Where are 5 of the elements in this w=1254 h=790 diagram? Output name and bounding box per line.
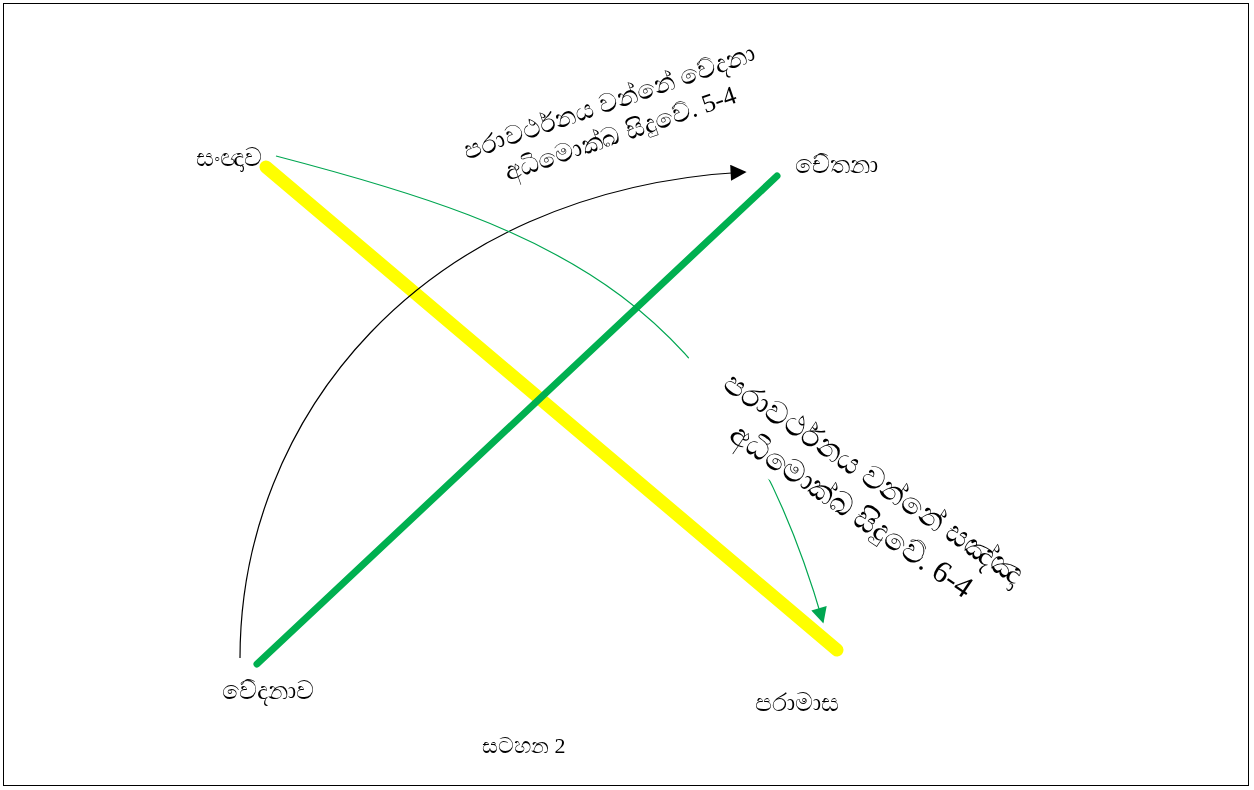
node-label: පරාමාස bbox=[755, 688, 839, 718]
node-label: වේදනාව bbox=[222, 676, 314, 706]
caption: සටහන 2 bbox=[482, 733, 566, 759]
node-label: චේතනා bbox=[795, 150, 878, 180]
node-label: සංඥාව bbox=[196, 143, 262, 173]
